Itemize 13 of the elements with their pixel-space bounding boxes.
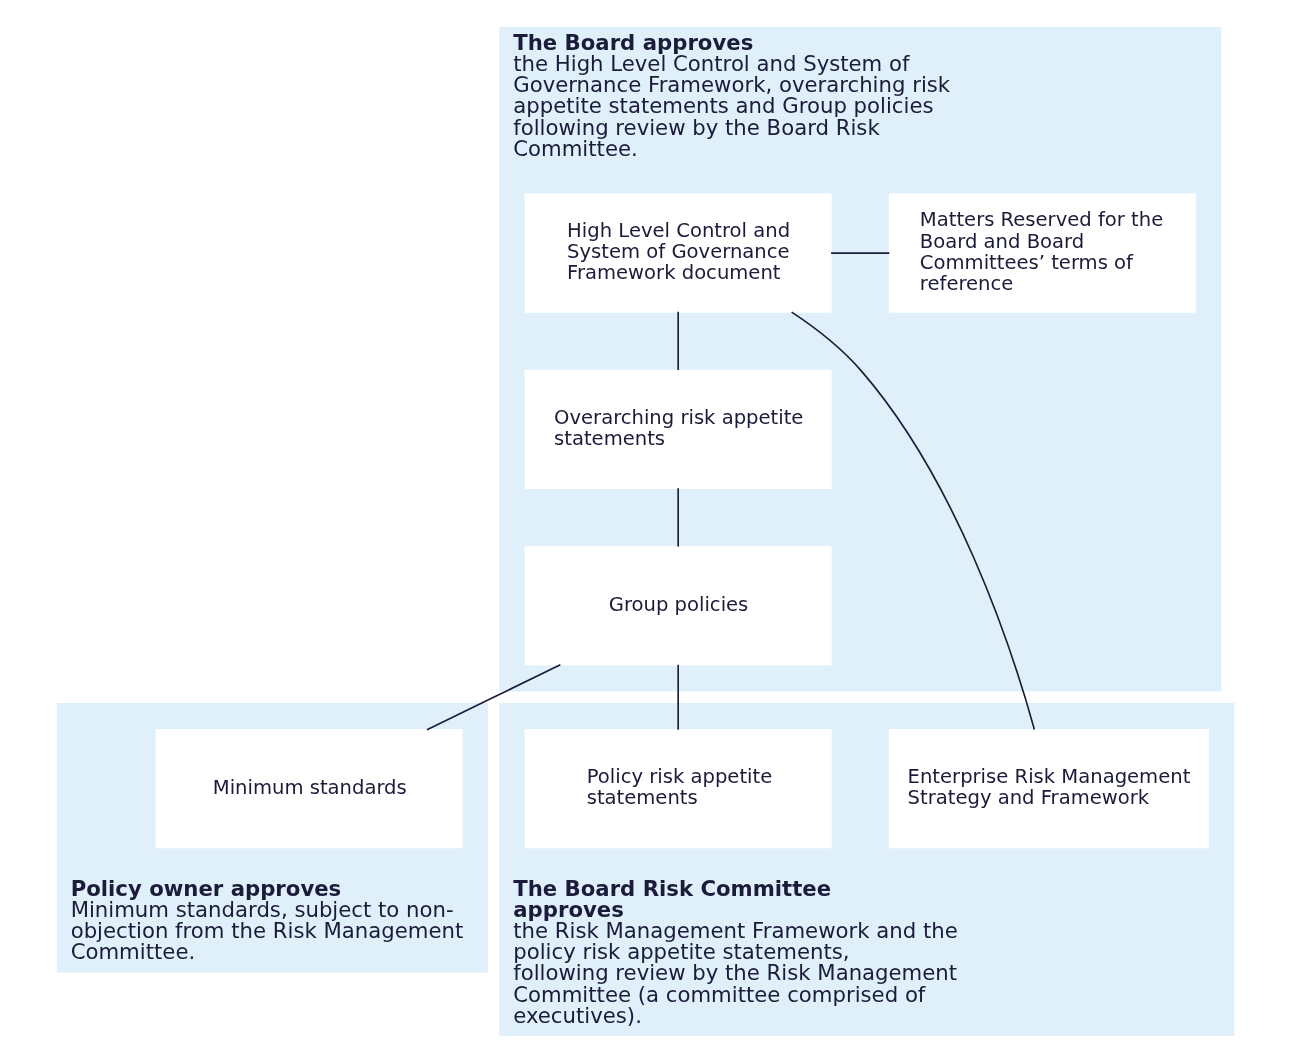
connector [829,252,890,254]
node-box: Overarching risk appetite statements [524,369,832,490]
node-box: High Level Control and System of Governance Framework document [524,193,832,313]
node-box: Policy risk appetite statements [524,729,832,849]
node-box: Minimum standards [155,729,463,849]
connector [790,311,1035,731]
connector [676,311,679,371]
node-box: Group policies [524,546,832,666]
node-box: Matters Reserved for the Board and Board Committees’ terms of reference [888,193,1196,313]
node-box: Enterprise Risk Management Strategy and Framework [888,729,1209,849]
connector [676,663,679,731]
connector [676,487,679,548]
connector [425,663,561,731]
